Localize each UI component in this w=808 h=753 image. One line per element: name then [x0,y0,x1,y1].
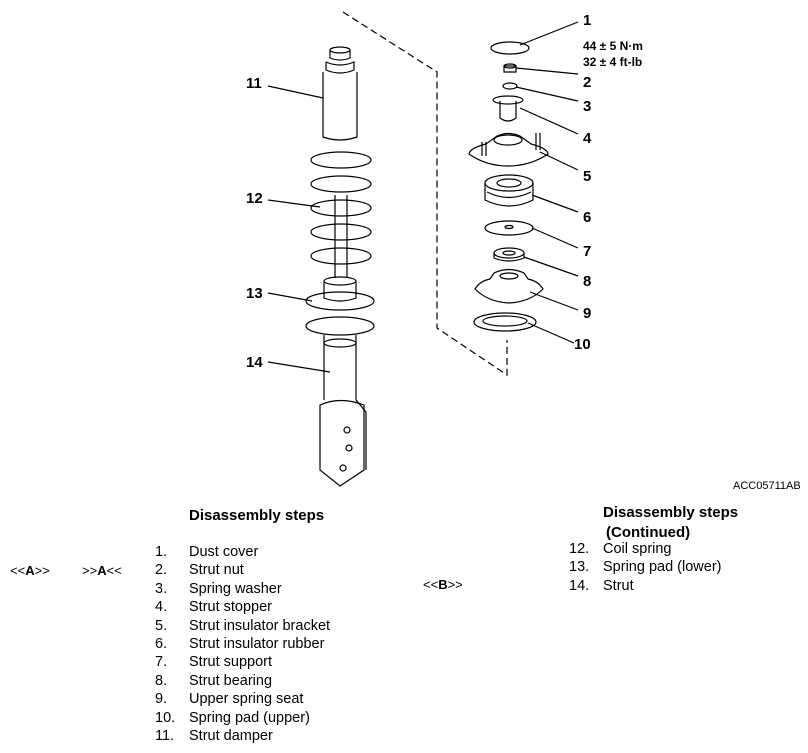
right-steps-heading: Disassembly steps (Continued) [603,504,739,541]
leader-lines [267,21,579,373]
list-item: 3.Spring washer [155,580,282,597]
list-item: 7.Strut support [155,654,273,671]
right-steps-list: 12.Coil spring 13.Spring pad (lower) 14.… [569,540,721,595]
callout-14: 14 [246,354,263,371]
list-item: 12.Coil spring [569,541,672,557]
callout-13: 13 [246,285,263,302]
marker-a-left: <<A>> [10,563,50,578]
assembly-bracket-line [342,11,508,377]
callout-2: 2 [583,74,591,91]
part-14-strut [319,335,367,487]
callout-6: 6 [583,209,591,226]
part-9-spring-seat [474,268,544,304]
part-13-spring-pad-lower [305,276,375,336]
strut-exploded-diagram: 1 2 3 4 5 6 7 8 9 10 11 12 13 14 44 ± 5 … [246,11,643,487]
list-item: 13.Spring pad (lower) [569,559,722,576]
callout-1: 1 [583,12,591,29]
list-item: 9.Upper spring seat [155,691,304,708]
part-1-cap [490,41,530,55]
callout-11: 11 [246,75,262,92]
torque-imperial: 32 ± 4 ft-lb [583,55,642,69]
part-11-dust-cover [322,46,358,141]
figure-code: ACC05711AB [733,480,801,492]
list-item: 10.Spring pad (upper) [155,709,310,726]
part-2-nut [503,63,517,73]
callout-5: 5 [583,168,591,185]
callout-8: 8 [583,273,591,290]
list-item: 8.Strut bearing [155,672,273,689]
callout-10: 10 [574,336,591,353]
callout-12: 12 [246,190,263,207]
left-steps-heading: Disassembly steps [189,507,325,524]
part-5-bracket [468,132,549,167]
left-steps-list: 1.Dust cover 2.Strut nut 3.Spring washer… [155,543,330,745]
callout-3: 3 [583,98,591,115]
list-item: 4.Strut stopper [155,599,273,616]
list-item: 11.Strut damper [155,728,273,745]
part-7-support [484,220,534,236]
part-10-spring-pad [473,312,537,332]
part-12-coil-spring [310,151,372,278]
marker-b: <<B>> [423,577,463,592]
callout-7: 7 [583,243,591,260]
callout-9: 9 [583,305,591,322]
list-item: 5.Strut insulator bracket [155,617,331,634]
part-3-washer [502,82,518,90]
torque-metric: 44 ± 5 N·m [583,39,643,53]
list-item: 6.Strut insulator rubber [155,636,325,653]
part-6-rubber [484,174,534,207]
part-4-stopper [492,95,524,122]
list-item: 1.Dust cover [155,544,259,560]
part-8-bearing [493,247,525,262]
callout-4: 4 [583,130,592,147]
list-item: 2.Strut nut [155,562,244,579]
list-item: 14.Strut [569,577,634,594]
marker-a-right: >>A<< [82,563,122,578]
